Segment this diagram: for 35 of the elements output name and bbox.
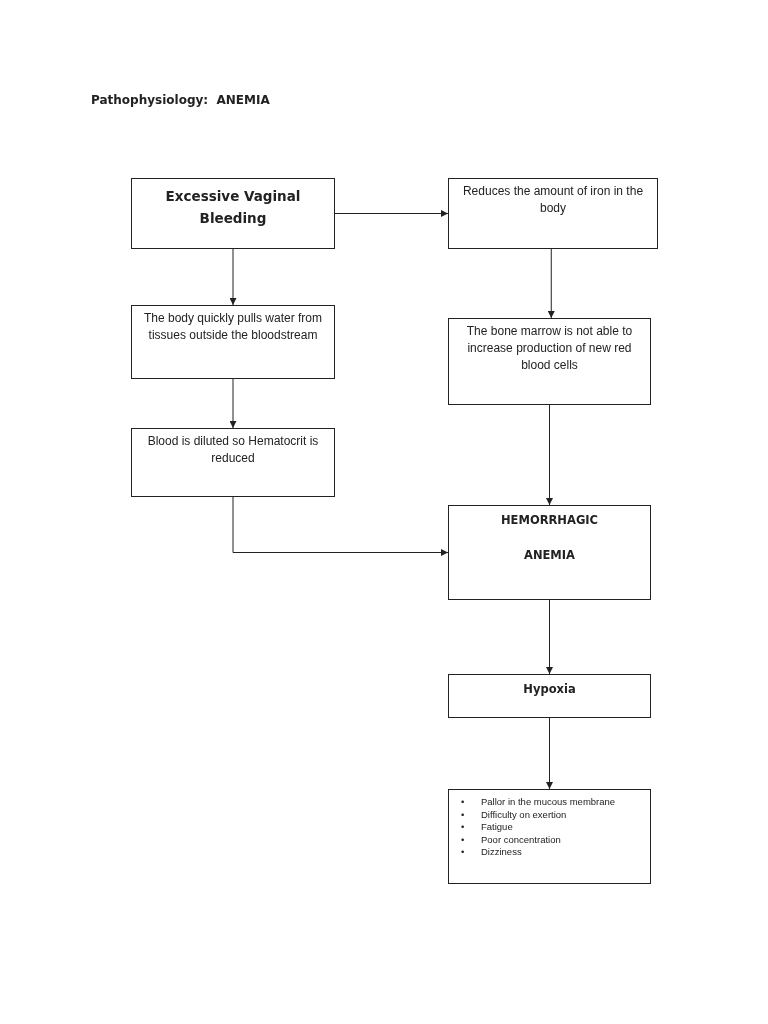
process-box bbox=[131, 428, 335, 497]
box-text: ANEMIA bbox=[523, 547, 576, 564]
arrow bbox=[546, 717, 553, 790]
bullet-mark: • bbox=[461, 808, 465, 821]
box-text: The bone marrow is not able to increase production of new red blood cells bbox=[465, 323, 634, 374]
process-box bbox=[131, 178, 335, 249]
arrow bbox=[229, 248, 237, 306]
bullet-mark: • bbox=[461, 796, 465, 809]
bullet-mark: • bbox=[461, 846, 465, 859]
box-text: Blood is diluted so Hematocrit is reduced bbox=[146, 433, 320, 467]
list-item: Dizziness bbox=[481, 846, 522, 857]
process-box bbox=[448, 674, 651, 718]
box-text: The body quickly pulls water from tissues outside the bloodstream bbox=[142, 310, 324, 344]
process-box bbox=[448, 318, 651, 405]
arrow bbox=[232, 496, 449, 556]
bullet-mark: • bbox=[461, 833, 465, 846]
bullet-mark: • bbox=[461, 821, 465, 834]
list-item: Pallor in the mucous membrane bbox=[481, 796, 616, 807]
list-item: Poor concentration bbox=[481, 833, 561, 845]
list-item: Difficulty on exertion bbox=[481, 808, 567, 820]
box-text: Reduces the amount of iron in the body bbox=[461, 183, 645, 217]
arrow bbox=[546, 599, 553, 675]
symptom-list-box bbox=[448, 789, 651, 884]
process-box bbox=[448, 178, 658, 249]
box-text: Hypoxia bbox=[522, 681, 577, 698]
process-box bbox=[448, 505, 651, 600]
arrow bbox=[546, 404, 553, 506]
box-text: Excessive Vaginal Bleeding bbox=[164, 187, 302, 228]
arrow bbox=[334, 210, 449, 217]
list-item: Fatigue bbox=[481, 821, 513, 832]
diagram-title: Pathophysiology: ANEMIA bbox=[91, 93, 270, 107]
process-box bbox=[131, 305, 335, 379]
box-text: HEMORRHAGIC bbox=[499, 512, 600, 529]
arrow bbox=[229, 378, 237, 429]
arrow bbox=[547, 248, 555, 319]
